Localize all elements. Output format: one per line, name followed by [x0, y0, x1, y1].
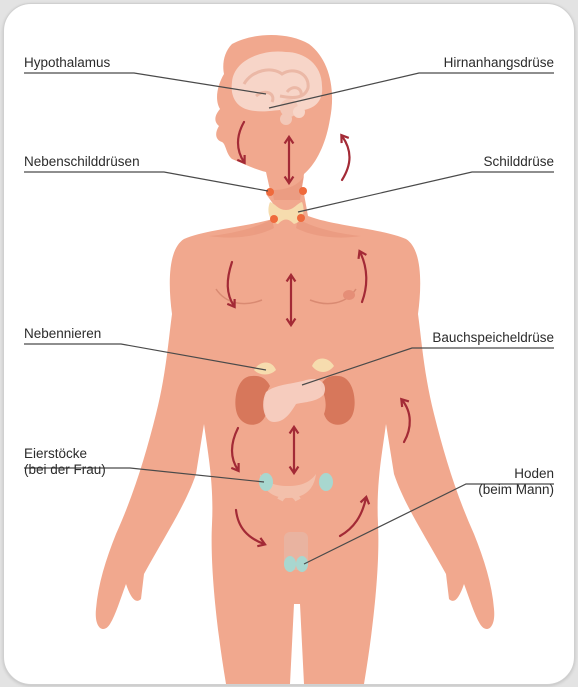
label-parathyroid: Nebenschilddrüsen: [24, 154, 140, 170]
label-adrenal: Nebennieren: [24, 326, 101, 342]
label-testes: Hoden (beim Mann): [478, 466, 554, 498]
label-ovaries-line2: (bei der Frau): [24, 462, 106, 478]
label-hypothalamus: Hypothalamus: [24, 55, 110, 71]
label-testes-line1: Hoden: [478, 466, 554, 482]
label-ovaries-line1: Eierstöcke: [24, 446, 106, 462]
label-ovaries: Eierstöcke (bei der Frau): [24, 446, 106, 478]
body-silhouette: [96, 35, 495, 684]
label-pancreas: Bauchspeicheldrüse: [432, 330, 554, 346]
nipple: [343, 290, 355, 300]
diagram-card: Hypothalamus Hirnanhangsdrüse Nebenschil…: [3, 3, 575, 685]
label-testes-line2: (beim Mann): [478, 482, 554, 498]
label-thyroid: Schilddrüse: [483, 154, 554, 170]
testes-region: [284, 532, 308, 572]
label-pituitary: Hirnanhangsdrüse: [444, 55, 554, 71]
